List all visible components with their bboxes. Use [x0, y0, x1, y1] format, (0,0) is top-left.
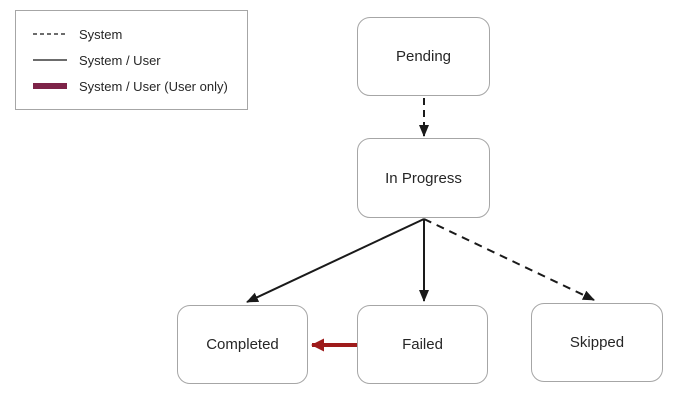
legend-label-system-user: System / User — [79, 52, 161, 68]
node-in-progress: In Progress — [357, 138, 490, 218]
node-pending: Pending — [357, 17, 490, 96]
node-completed: Completed — [177, 305, 308, 384]
dashed-line-swatch-icon — [33, 33, 67, 35]
thick-line-swatch-icon — [33, 83, 67, 89]
edge-in-progress-to-skipped — [423, 218, 595, 301]
legend: System System / User System / User (User… — [15, 10, 248, 110]
legend-item-system-user: System / User — [33, 53, 241, 68]
legend-item-system: System — [33, 27, 241, 42]
node-failed: Failed — [357, 305, 488, 384]
legend-label-user-only: System / User (User only) — [79, 78, 228, 94]
thick-line — [33, 83, 67, 89]
edge-in-progress-to-completed — [246, 218, 425, 303]
node-skipped: Skipped — [531, 303, 663, 382]
legend-item-user-only: System / User (User only) — [33, 79, 241, 94]
legend-label-system: System — [79, 26, 123, 42]
solid-line-swatch-icon — [33, 59, 67, 61]
